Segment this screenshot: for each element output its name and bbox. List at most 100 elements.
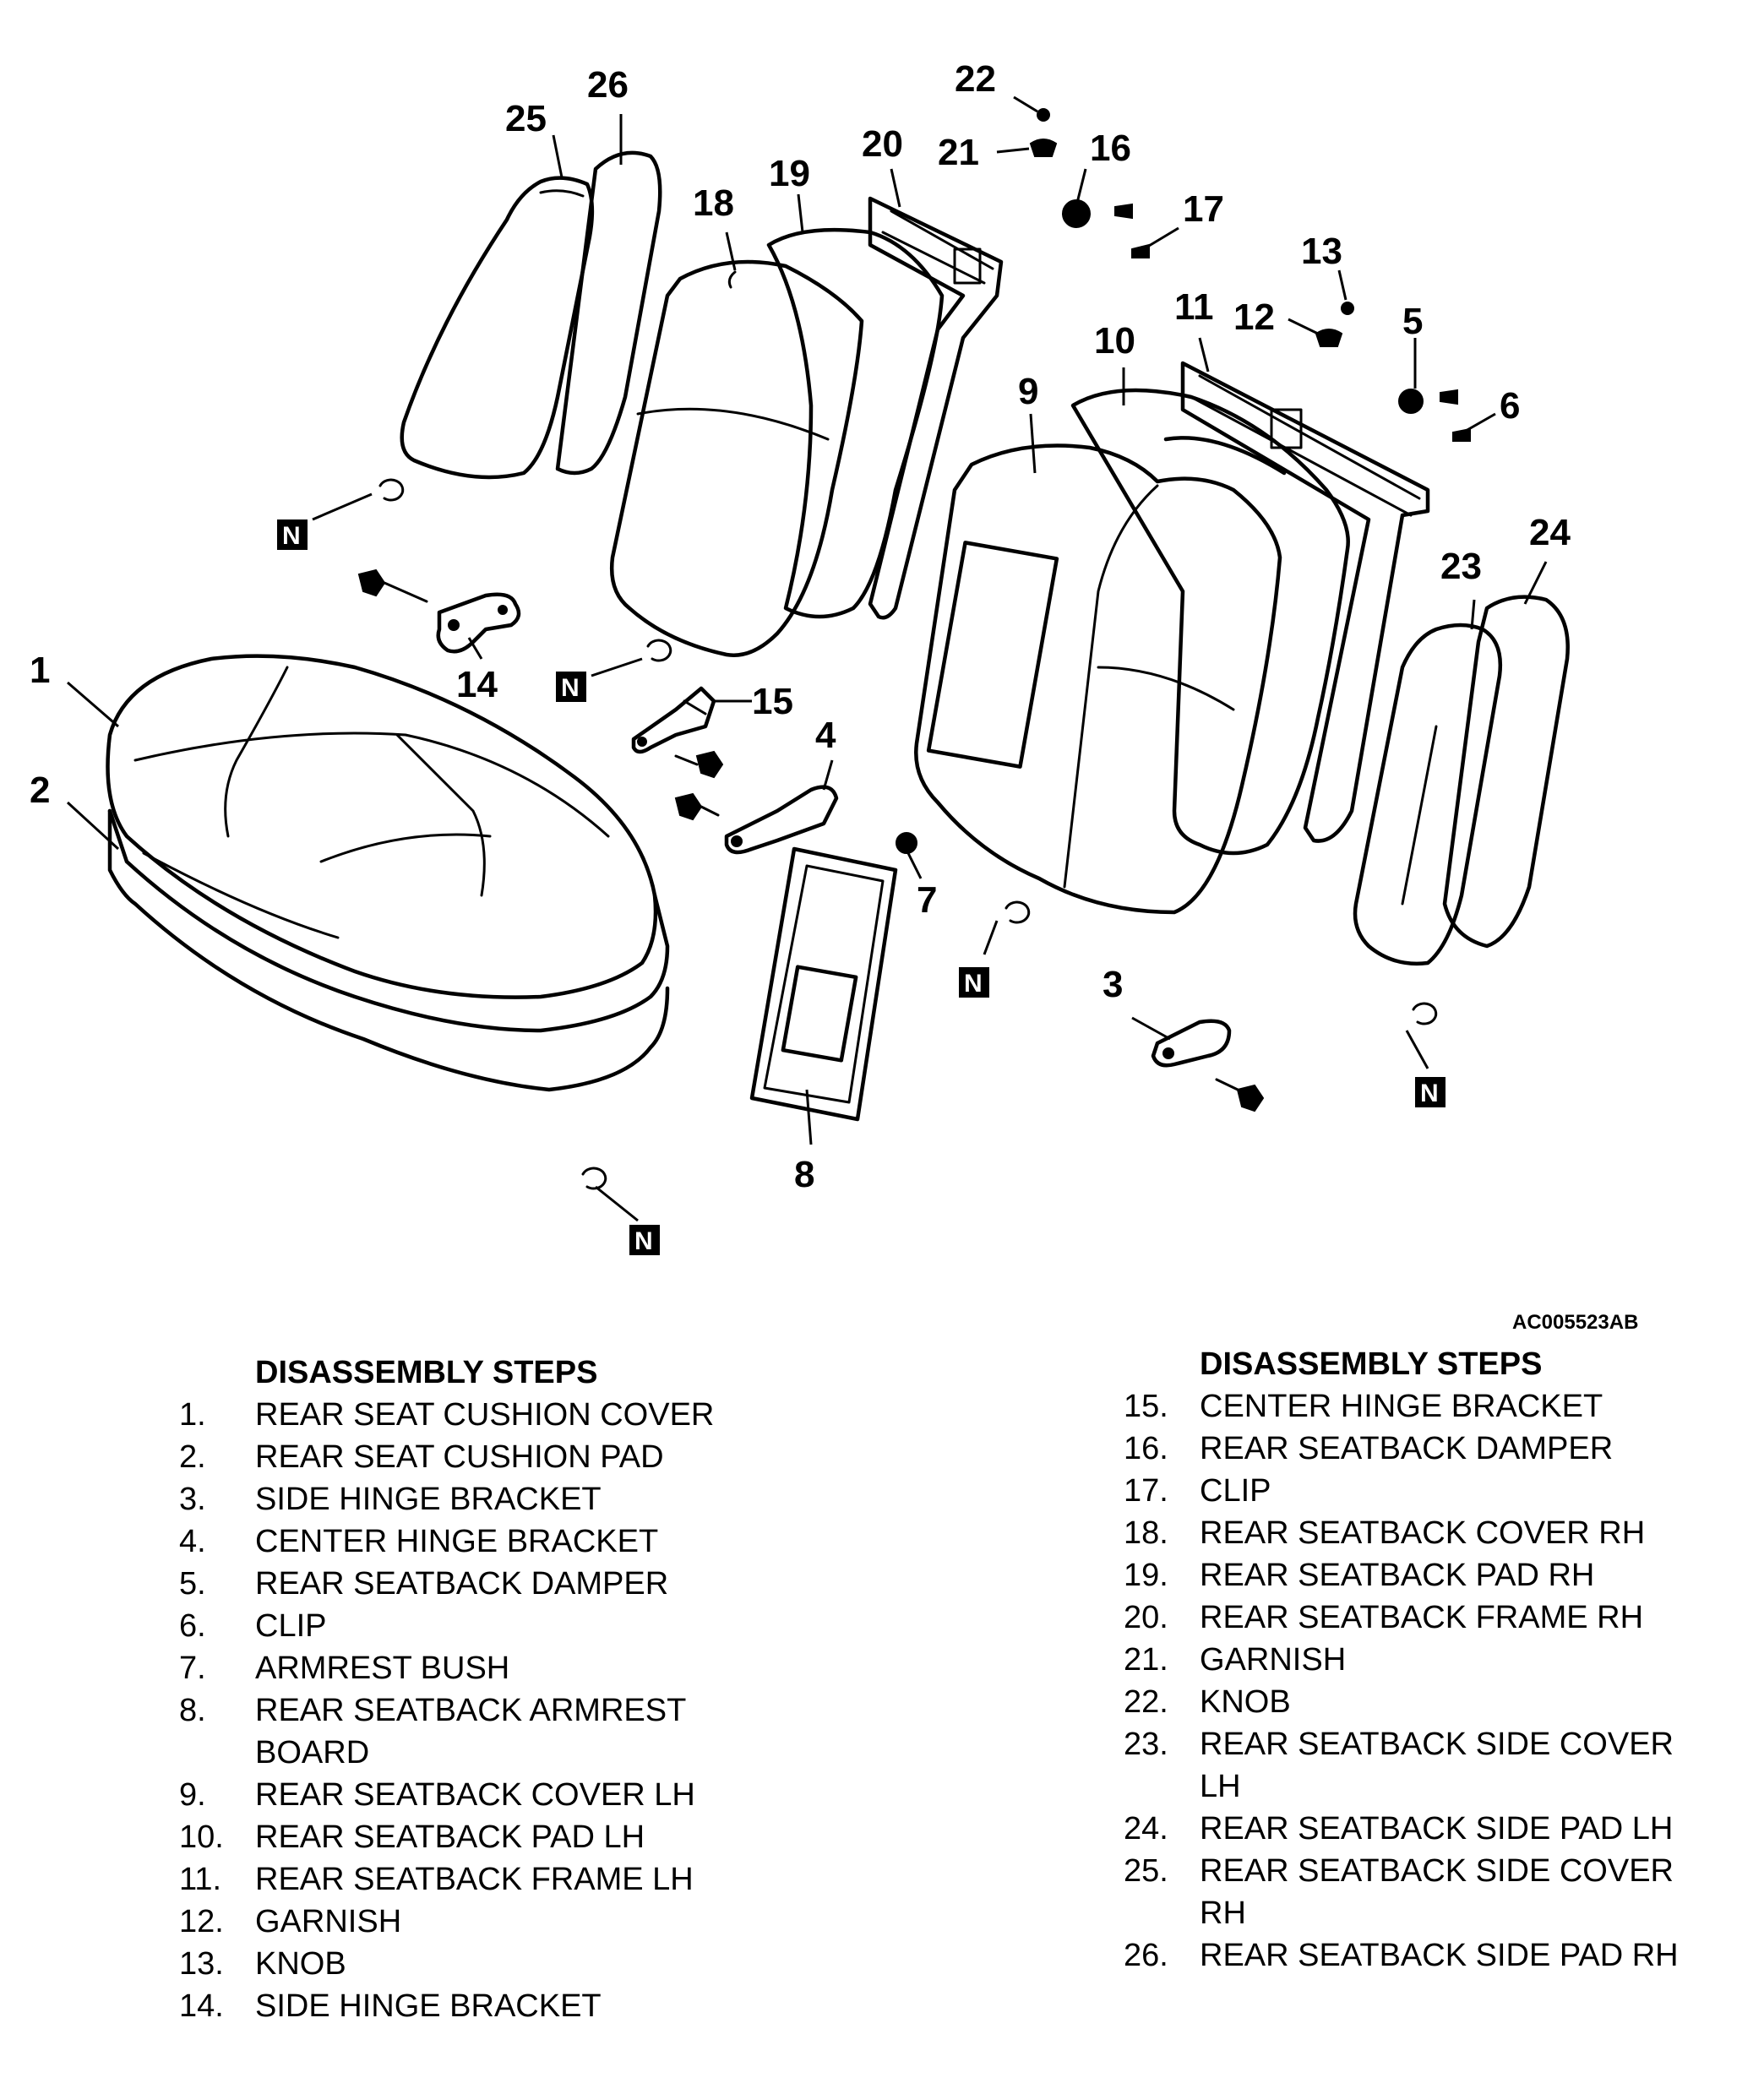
step-number: 26. xyxy=(1124,1938,1168,1973)
step-number: 7. xyxy=(179,1651,206,1686)
step-text: REAR SEATBACK DAMPER xyxy=(255,1566,669,1602)
step-item: 24.REAR SEATBACK SIDE PAD LH xyxy=(1124,1808,1764,1850)
callout-14: 14 xyxy=(456,664,498,705)
n-marker: N xyxy=(1415,1077,1446,1107)
step-text: REAR SEATBACK FRAME RH xyxy=(1200,1600,1644,1635)
callout-2: 2 xyxy=(30,770,50,811)
step-item: 26.REAR SEATBACK SIDE PAD RH xyxy=(1124,1934,1764,1977)
step-item: 3.SIDE HINGE BRACKET xyxy=(179,1478,821,1520)
step-text: ARMREST BUSH xyxy=(255,1651,510,1686)
step-item: 19.REAR SEATBACK PAD RH xyxy=(1124,1554,1764,1596)
callout-7: 7 xyxy=(917,879,937,921)
n-marker: N xyxy=(556,672,586,702)
seatback-side-cover-lh-drawing xyxy=(1353,623,1502,965)
callout-11: 11 xyxy=(1174,286,1214,328)
leader-lines xyxy=(66,95,1548,1222)
step-text: SIDE HINGE BRACKET xyxy=(255,1988,602,2024)
step-text: CENTER HINGE BRACKET xyxy=(255,1524,659,1559)
callout-9: 9 xyxy=(1018,371,1038,412)
steps-heading: DISASSEMBLY STEPS xyxy=(255,1355,598,1390)
step-text: GARNISH xyxy=(1200,1642,1347,1678)
step-item: 20.REAR SEATBACK FRAME RH xyxy=(1124,1596,1764,1639)
step-number: 5. xyxy=(179,1566,206,1602)
n-marker: N xyxy=(959,967,989,998)
callout-6: 6 xyxy=(1500,385,1520,427)
step-number: 11. xyxy=(179,1862,222,1897)
step-number: 24. xyxy=(1124,1811,1168,1847)
svg-text:N: N xyxy=(561,674,580,702)
seatback-side-pad-lh-drawing xyxy=(1442,595,1570,949)
callout-17: 17 xyxy=(1183,188,1224,230)
svg-text:N: N xyxy=(1420,1080,1439,1107)
n-marker: N xyxy=(277,519,308,550)
callout-25: 25 xyxy=(505,98,547,139)
step-text: REAR SEATBACK FRAME LH xyxy=(255,1862,694,1897)
step-number: 18. xyxy=(1124,1515,1168,1551)
step-number: 1. xyxy=(179,1397,206,1433)
seat-cushion-cover-drawing xyxy=(106,654,658,999)
svg-text:N: N xyxy=(634,1227,653,1255)
step-item: 6.CLIP xyxy=(179,1605,821,1647)
n-marker: N xyxy=(629,1225,660,1255)
seatback-cover-rh-drawing xyxy=(610,259,864,657)
step-text: REAR SEAT CUSHION PAD xyxy=(255,1439,664,1475)
step-item: 7. ARMREST BUSH xyxy=(179,1647,821,1689)
steps-heading: DISASSEMBLY STEPS xyxy=(1200,1346,1543,1382)
n-markers: N N N N N xyxy=(277,519,1446,1255)
step-text: REAR SEAT CUSHION COVER xyxy=(255,1397,715,1433)
step-item: 13.KNOB xyxy=(179,1943,821,1985)
center-hinge-bracket-4-drawing xyxy=(724,785,839,855)
seatback-cover-lh-drawing xyxy=(914,443,1282,915)
step-number: 25. xyxy=(1124,1853,1168,1889)
callout-13: 13 xyxy=(1301,231,1342,272)
step-text: REAR SEATBACK DAMPER xyxy=(1200,1431,1614,1466)
svg-text:N: N xyxy=(964,970,983,998)
step-text: GARNISH xyxy=(255,1904,402,1939)
seatback-pad-rh-drawing xyxy=(766,227,945,619)
callout-15: 15 xyxy=(752,681,793,722)
step-text: SIDE HINGE BRACKET xyxy=(255,1482,602,1517)
callout-8: 8 xyxy=(794,1154,814,1195)
step-number: 23. xyxy=(1124,1727,1168,1762)
callout-21: 21 xyxy=(938,132,979,173)
figure-code: AC005523AB xyxy=(1512,1311,1639,1334)
callout-23: 23 xyxy=(1440,546,1482,587)
callout-3: 3 xyxy=(1102,964,1123,1005)
callout-19: 19 xyxy=(769,153,810,194)
center-hinge-bracket-15-drawing xyxy=(631,686,716,754)
step-text: REAR SEATBACK COVER RH xyxy=(1200,1515,1646,1551)
exploded-parts-diagram: 1 2 3 4 5 6 7 8 9 10 11 12 13 14 15 16 1… xyxy=(30,58,1571,1255)
step-text: REAR SEATBACK SIDE COVER RH xyxy=(1200,1853,1674,1931)
step-number: 22. xyxy=(1124,1684,1168,1720)
step-item: 8. REAR SEATBACK ARMREST BOARD xyxy=(179,1689,821,1774)
seatback-side-pad-rh-drawing xyxy=(555,150,662,476)
bolts-drawing xyxy=(357,108,1471,1112)
step-text: CLIP xyxy=(1200,1473,1271,1509)
side-hinge-bracket-14-drawing xyxy=(436,592,521,654)
seatback-side-cover-rh-drawing xyxy=(400,176,595,480)
step-number: 10. xyxy=(179,1819,224,1855)
callout-18: 18 xyxy=(693,182,734,224)
armrest-board-drawing xyxy=(749,846,898,1122)
step-item: 18. REAR SEATBACK COVER RH xyxy=(1124,1512,1764,1554)
step-number: 4. xyxy=(179,1524,206,1559)
step-number: 21. xyxy=(1124,1642,1168,1678)
callout-4: 4 xyxy=(815,715,836,756)
step-number: 6. xyxy=(179,1608,206,1644)
step-item: 23.REAR SEATBACK SIDE COVER LH xyxy=(1124,1723,1764,1808)
step-item: 5. REAR SEATBACK DAMPER xyxy=(179,1563,821,1605)
callout-12: 12 xyxy=(1233,296,1275,338)
step-text: REAR SEATBACK ARMREST BOARD xyxy=(255,1693,687,1770)
step-number: 19. xyxy=(1124,1558,1168,1593)
step-number: 14. xyxy=(179,1988,224,2024)
callout-20: 20 xyxy=(862,123,903,165)
seatback-frame-rh-drawing xyxy=(868,196,1004,620)
step-number: 8. xyxy=(179,1693,206,1728)
side-hinge-bracket-3-drawing xyxy=(1151,1019,1232,1068)
step-item: 22.KNOB xyxy=(1124,1681,1764,1723)
svg-text:N: N xyxy=(282,522,301,550)
seatback-frame-lh-drawing xyxy=(1180,361,1430,843)
clips-drawing xyxy=(378,478,1438,1190)
step-number: 12. xyxy=(179,1904,224,1939)
callout-16: 16 xyxy=(1090,128,1131,169)
